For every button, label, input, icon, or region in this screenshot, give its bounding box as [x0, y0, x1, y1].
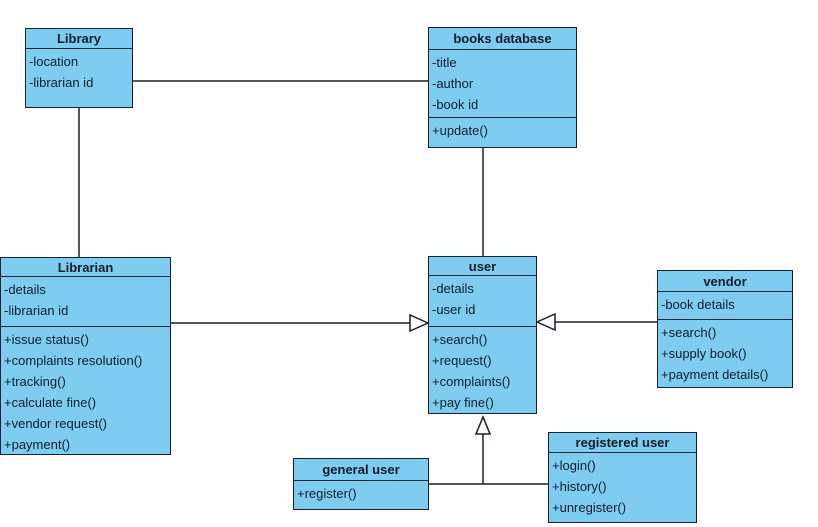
methods-compartment: +register() [294, 481, 428, 509]
generalization-subusers-user[interactable] [429, 415, 548, 485]
attributes-compartment: -title -author -book id [429, 50, 576, 117]
attribute: -location [29, 54, 79, 69]
hollow-triangle-arrow-icon [409, 313, 430, 333]
attribute: -details [4, 282, 46, 297]
methods-compartment: +login() +history() +unregister() [549, 453, 696, 522]
method: +pay fine() [432, 395, 494, 410]
class-title: vendor [658, 271, 792, 292]
method: +register() [297, 486, 357, 501]
attributes-compartment: -details -librarian id [1, 277, 170, 326]
class-vendor[interactable]: vendor -book details +search() +supply b… [657, 270, 793, 388]
class-registered-user[interactable]: registered user +login() +history() +unr… [548, 432, 697, 523]
class-title: Librarian [1, 258, 170, 277]
class-library[interactable]: Library -location -librarian id [25, 28, 133, 108]
method: +payment details() [661, 367, 769, 382]
method: +complaints() [432, 374, 511, 389]
attributes-compartment: -book details [658, 292, 792, 319]
hollow-triangle-arrow-icon [474, 415, 492, 435]
method: +login() [552, 458, 596, 473]
class-title: user [429, 257, 536, 276]
method: +tracking() [4, 374, 66, 389]
method: +request() [432, 353, 492, 368]
attribute: -librarian id [4, 303, 69, 318]
method: +complaints resolution() [4, 353, 143, 368]
method: +payment() [4, 437, 71, 452]
class-general-user[interactable]: general user +register() [293, 458, 429, 510]
attribute: -book id [432, 97, 479, 112]
attributes-compartment: -location -librarian id [26, 49, 132, 107]
attributes-compartment: -details -user id [429, 276, 536, 326]
methods-compartment: +search() +request() +complaints() +pay … [429, 326, 536, 413]
generalization-librarian-user[interactable] [171, 313, 430, 333]
class-title: Library [26, 29, 132, 49]
attribute: -details [432, 281, 474, 296]
method: +unregister() [552, 500, 627, 515]
class-title: books database [429, 28, 576, 50]
method: +search() [432, 332, 488, 347]
class-title: general user [294, 459, 428, 481]
method: +history() [552, 479, 607, 494]
method: +supply book() [661, 346, 747, 361]
attribute: -user id [432, 302, 476, 317]
methods-compartment: +update() [429, 117, 576, 147]
method: +issue status() [4, 332, 89, 347]
class-title: registered user [549, 433, 696, 453]
method: +search() [661, 325, 717, 340]
class-user[interactable]: user -details -user id +search() +reques… [428, 256, 537, 414]
generalization-vendor-user[interactable] [535, 312, 657, 332]
method: +calculate fine() [4, 395, 97, 410]
method: +vendor request() [4, 416, 107, 431]
class-librarian[interactable]: Librarian -details -librarian id +issue … [0, 257, 171, 455]
attribute: -title [432, 55, 457, 70]
methods-compartment: +search() +supply book() +payment detail… [658, 319, 792, 387]
attribute: -book details [661, 297, 735, 312]
method: +update() [432, 123, 489, 138]
attribute: -librarian id [29, 75, 94, 90]
attribute: -author [432, 76, 474, 91]
class-books-database[interactable]: books database -title -author -book id +… [428, 27, 577, 148]
methods-compartment: +issue status() +complaints resolution()… [1, 326, 170, 454]
hollow-triangle-arrow-icon [535, 312, 556, 332]
